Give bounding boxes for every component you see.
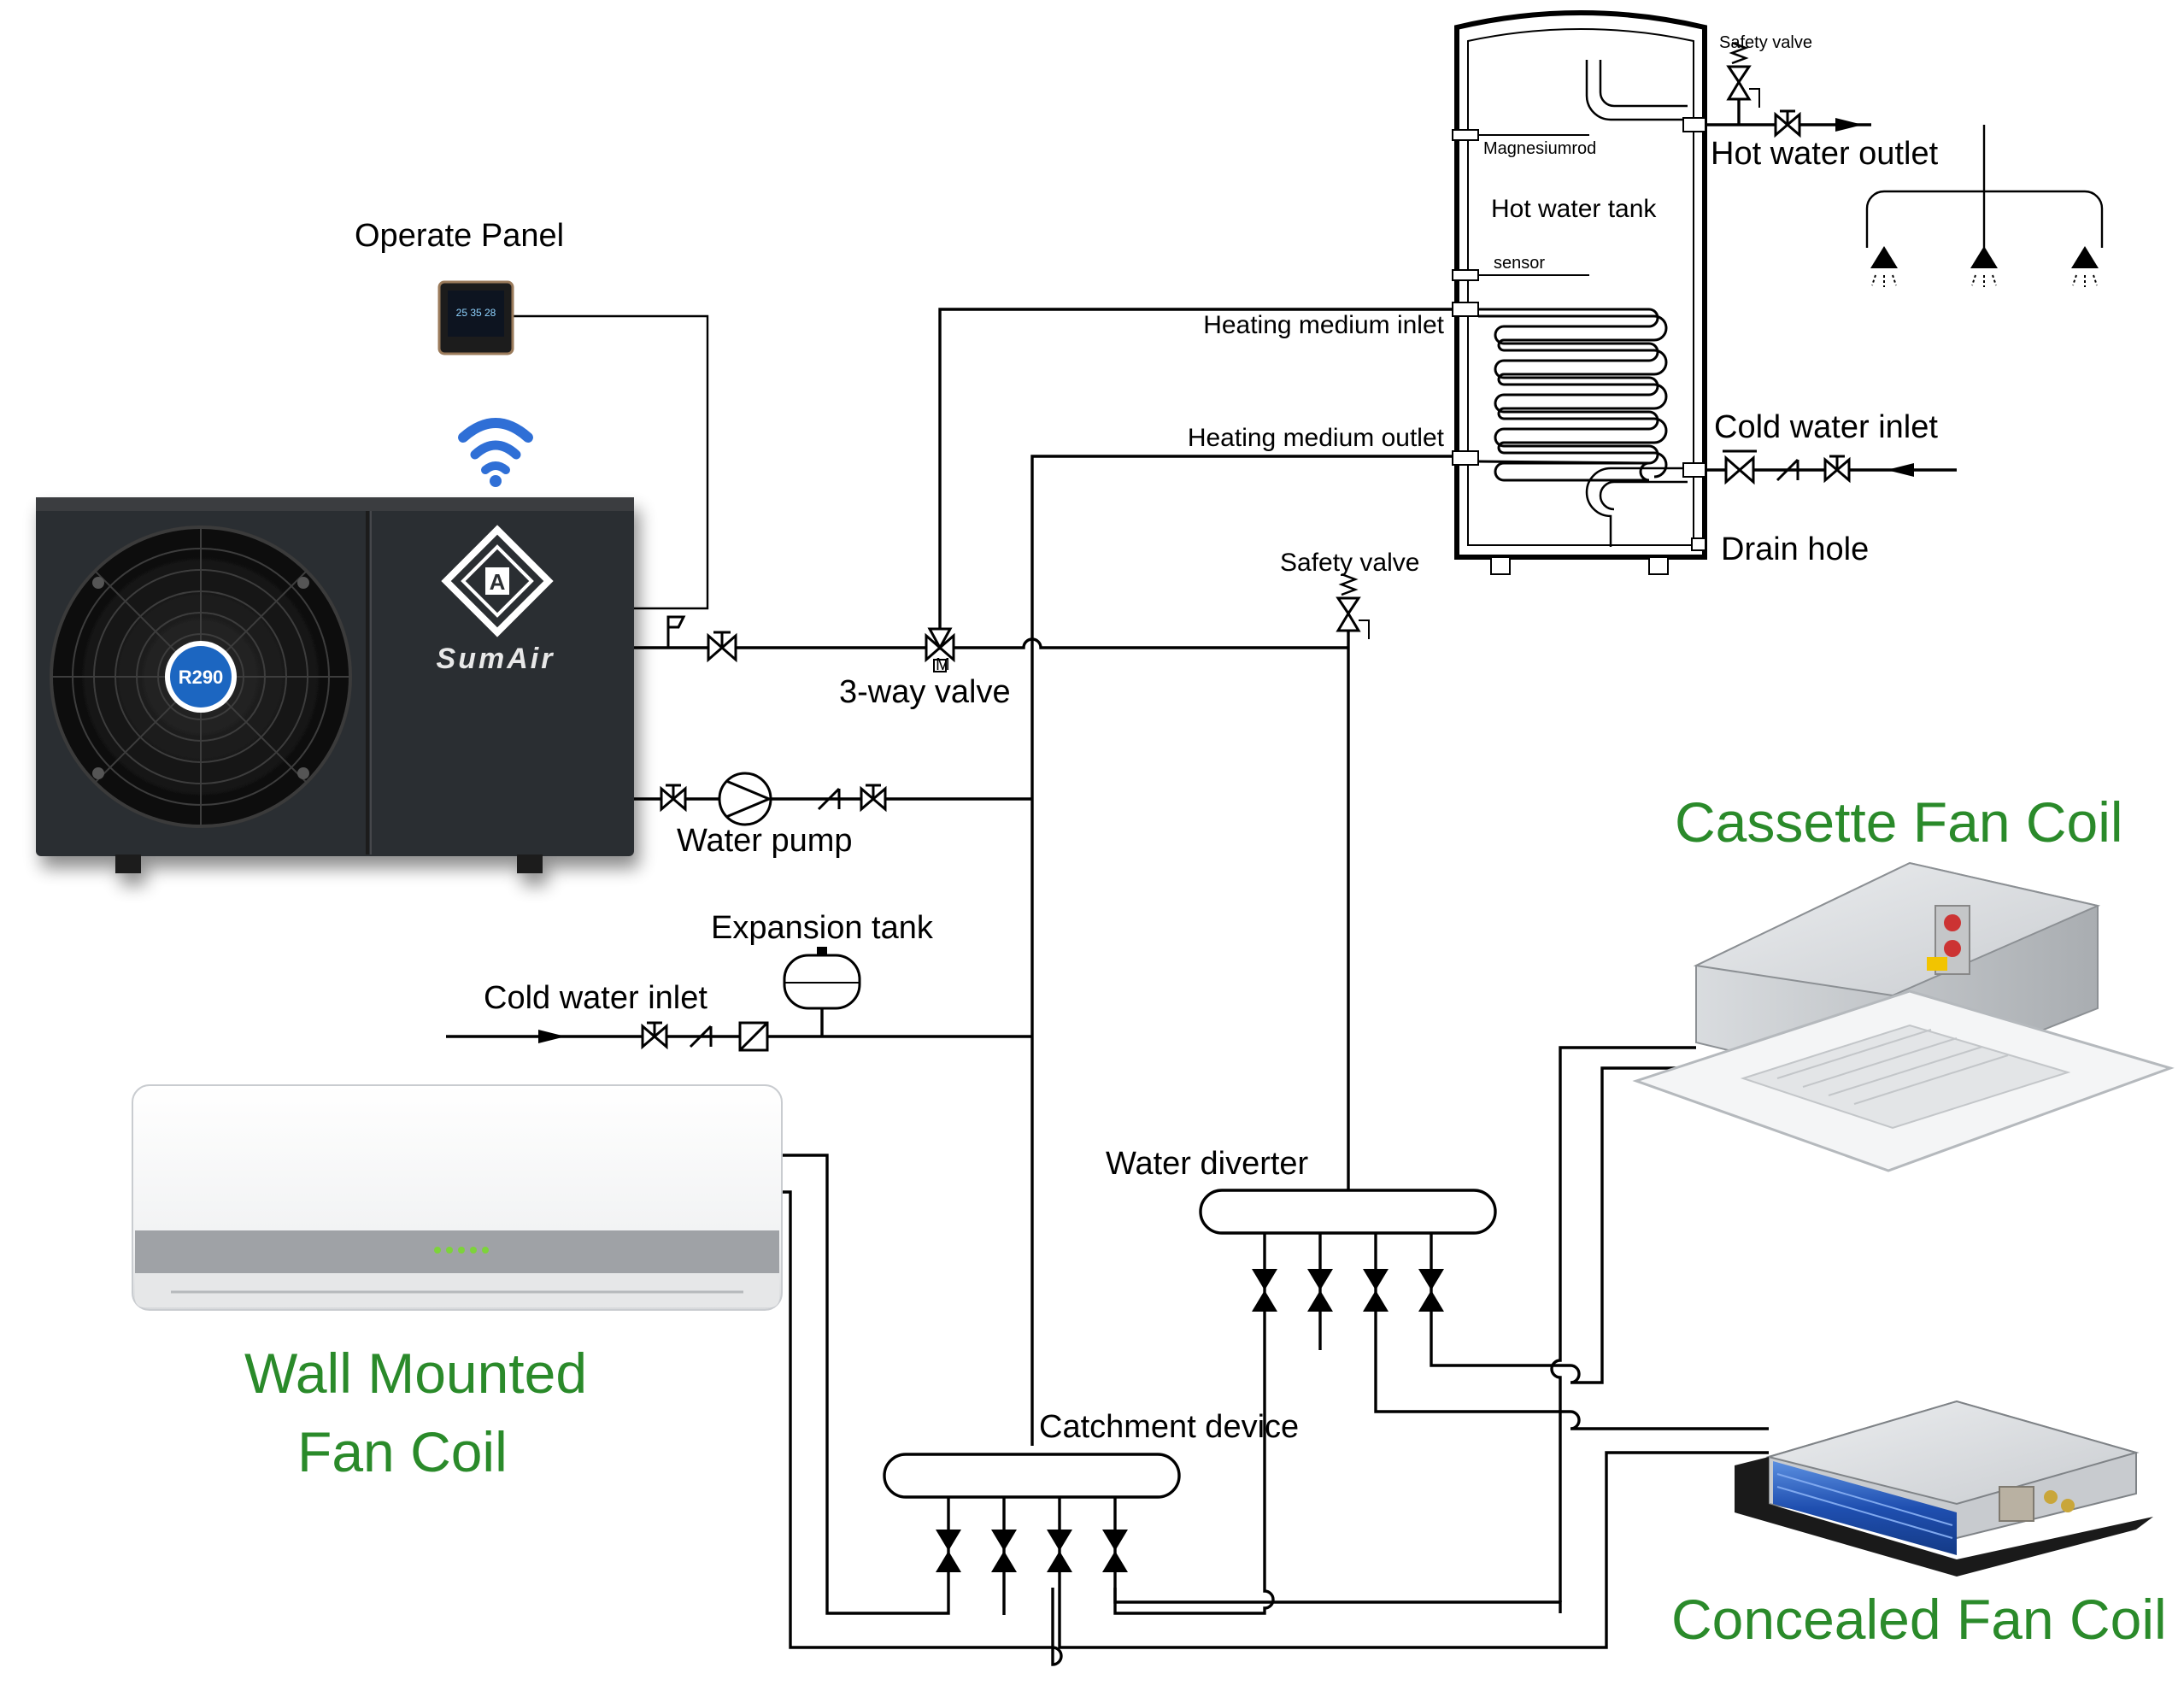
operate-panel-icon: 25 35 28 <box>437 280 514 355</box>
expansion-tank-icon <box>783 947 861 1036</box>
valve-icon <box>707 631 737 663</box>
check-valve-icon <box>1776 458 1799 482</box>
flow-arrow-icon <box>538 118 1914 1043</box>
cold-water-inlet-left-label: Cold water inlet <box>484 980 707 1016</box>
valve-icon <box>860 784 887 813</box>
valve-icon <box>1774 109 1801 138</box>
shower-head-icon <box>2071 246 2099 287</box>
shower-heads <box>1870 246 2099 287</box>
valves: M <box>641 41 1851 1572</box>
catchment-device-label: Catchment device <box>1039 1409 1299 1445</box>
panel-display: 25 35 28 <box>456 307 496 319</box>
safety-valve-mid-label: Safety valve <box>1280 549 1419 577</box>
refrigerant-badge: R290 <box>179 666 224 688</box>
wall-mounted-fan-coil <box>132 1084 783 1311</box>
valve-icon <box>641 1021 668 1050</box>
check-valve-icon <box>817 787 841 811</box>
pressure-reducing-valve-icon <box>738 1021 769 1052</box>
hot-water-outlet-label: Hot water outlet <box>1711 136 1939 172</box>
supply-line <box>634 637 1348 649</box>
safety-valve-top-label: Safety valve <box>1719 33 1812 52</box>
heat-pump-unit: R290 A SumAir <box>36 497 634 873</box>
cassette-supply <box>1430 1066 1696 1384</box>
diverter-valves <box>1252 1269 1444 1312</box>
heating-medium-outlet-label: Heating medium outlet <box>1188 424 1445 452</box>
cassette-fan-coil-label: Cassette Fan Coil <box>1675 790 2123 854</box>
labels: Operate Panel 3-way valve Water pump Exp… <box>244 33 2167 1651</box>
hot-water-tank <box>1452 10 1707 575</box>
shower-branch <box>1865 125 2104 248</box>
heating-medium-inlet-label: Heating medium inlet <box>1203 311 1444 339</box>
heat-exchanger-coil <box>1477 308 1668 482</box>
wifi-icon <box>458 418 533 487</box>
hot-water-tank-label: Hot water tank <box>1491 195 1657 223</box>
wall-coil-return <box>782 1190 1063 1666</box>
concealed-fan-coil <box>1735 1400 2153 1577</box>
fan-grille-icon: R290 <box>50 526 352 828</box>
shower-head-icon <box>1970 246 1998 287</box>
concealed-return <box>1058 1451 1769 1649</box>
sensor-label: sensor <box>1494 254 1545 273</box>
three-way-valve-label: 3-way valve <box>839 674 1011 710</box>
valve-icon <box>660 784 687 813</box>
expansion-tank-label: Expansion tank <box>711 910 934 946</box>
catchment-header <box>883 1453 1181 1499</box>
heating-inlet-line <box>938 308 1461 648</box>
concealed-supply <box>1374 1323 1769 1430</box>
logo-letter: A <box>490 569 506 595</box>
catchment-valves <box>936 1530 1128 1572</box>
wall-mounted-label-line1: Wall Mounted <box>244 1342 587 1405</box>
panel-signal-wire <box>513 314 709 610</box>
svg-text:M: M <box>936 655 950 674</box>
water-diverter-header <box>1199 1189 1497 1235</box>
drain-hole-label: Drain hole <box>1721 531 1869 567</box>
safety-valve-icon <box>1726 41 1760 108</box>
concealed-fan-coil-label: Concealed Fan Coil <box>1671 1588 2167 1651</box>
valve-icon <box>1823 455 1851 484</box>
brand-logo-icon: A SumAir <box>437 525 555 675</box>
pressure-reducing-valve-icon <box>1723 449 1757 485</box>
pump-icon <box>718 772 772 826</box>
brand-name: SumAir <box>437 643 555 675</box>
operate-panel-label: Operate Panel <box>355 218 564 254</box>
flow-switch-icon <box>666 615 686 648</box>
water-pump-label: Water pump <box>677 823 853 859</box>
cassette-return <box>1550 1046 1696 1602</box>
shower-head-icon <box>1870 246 1898 287</box>
check-valve-icon <box>689 1025 713 1048</box>
water-diverter-label: Water diverter <box>1106 1146 1309 1182</box>
safety-valve-icon <box>1336 573 1370 639</box>
three-way-valve-icon: M <box>925 627 955 674</box>
cassette-fan-coil <box>1632 861 2175 1172</box>
wall-coil-supply <box>782 1154 950 1615</box>
heating-outlet-line <box>1030 455 1461 1446</box>
wall-mounted-label-line2: Fan Coil <box>297 1420 508 1483</box>
cold-water-inlet-right-label: Cold water inlet <box>1714 409 1938 445</box>
magnesium-rod-label: Magnesiumrod <box>1483 139 1596 158</box>
